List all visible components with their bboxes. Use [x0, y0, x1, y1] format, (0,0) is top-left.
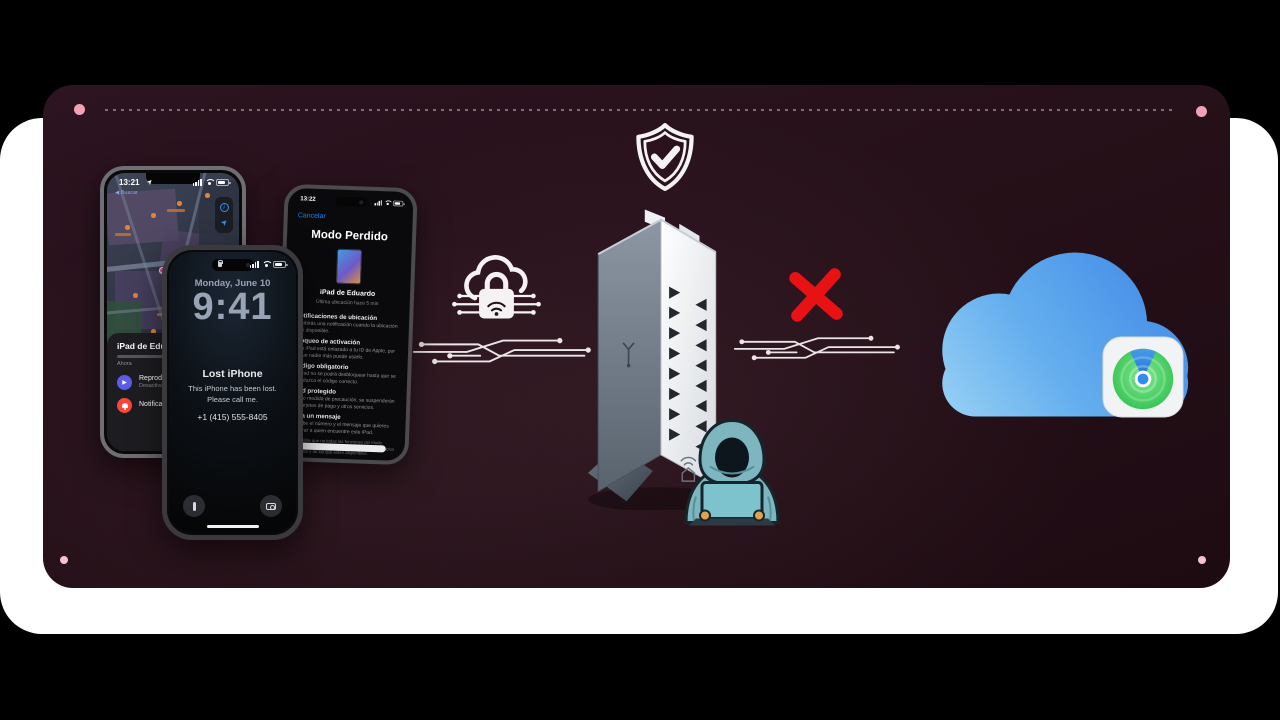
lost-mode-feature-list: Notificaciones de ubicación Recibirás un…	[290, 312, 400, 457]
item-body: Recibirás una notificación cuando la ubi…	[294, 320, 398, 334]
lost-title: Lost iPhone	[202, 368, 263, 380]
flashlight-icon	[192, 501, 196, 511]
hacker-illustration	[684, 418, 780, 526]
device-address	[117, 354, 189, 358]
item-body: Este iPad está enlazado a tu ID de Apple…	[293, 345, 396, 361]
map-poi	[125, 225, 130, 230]
battery-icon	[216, 179, 231, 186]
list-item: iPad protegido Como medida de precaución…	[292, 387, 398, 412]
camera-button[interactable]	[260, 495, 282, 517]
device-subtitle: Última ubicación hace 5 min	[315, 298, 379, 308]
cloud-lock-icon	[452, 255, 541, 319]
status-icons	[249, 261, 288, 268]
battery-icon	[392, 200, 404, 207]
flashlight-button[interactable]	[183, 495, 205, 517]
lock-clock: 9:41	[192, 286, 273, 328]
list-item: Notificaciones de ubicación Recibirás un…	[295, 312, 401, 337]
lost-mode-title: Modo Perdido	[311, 228, 389, 244]
camera-lens	[245, 263, 250, 267]
map-poi-label	[115, 233, 131, 236]
dashed-divider	[105, 109, 1177, 111]
device-name: iPad de Eduardo	[319, 289, 376, 298]
map-poi	[133, 293, 138, 298]
bell-icon	[117, 397, 132, 413]
lost-body: This iPhone has been lost. Please call m…	[188, 384, 277, 404]
signal-icon	[374, 200, 382, 206]
status-time: 13:21	[119, 178, 140, 187]
dynamic-island	[211, 259, 254, 271]
list-item: Deja un mensaje Escribe el número y el m…	[291, 412, 397, 437]
device-timestamp: Ahora	[117, 360, 132, 367]
notifications-row[interactable]: Notificaciones	[117, 397, 229, 413]
device-name: iPad de Eduardo	[117, 341, 185, 351]
back-label: Buscar	[120, 190, 138, 196]
corner-dot-bottom-right	[1198, 556, 1206, 564]
map-poi	[205, 193, 210, 198]
item-body: Escribe el número y el mensaje que quier…	[291, 420, 389, 436]
lock-screen: Monday, June 10 9:41 Lost iPhone This iP…	[169, 252, 296, 533]
lost-message: Lost iPhone This iPhone has been lost. P…	[177, 368, 288, 422]
home-indicator[interactable]	[206, 524, 259, 528]
shield-check-icon	[636, 123, 694, 191]
list-item: Código obligatorio El iPad no se podrá d…	[293, 362, 399, 387]
map-poi-label	[167, 209, 185, 212]
lock-icon	[217, 259, 223, 267]
signal-icon	[192, 179, 202, 186]
signal-icon	[249, 261, 259, 268]
map-poi	[151, 329, 156, 334]
router-logo	[622, 342, 635, 365]
router-illustration	[588, 209, 730, 510]
play-sound-icon: ▶	[117, 374, 132, 390]
camera-icon	[266, 502, 276, 510]
back-link[interactable]: ◀ Buscar	[115, 190, 138, 196]
status-time: 13:22	[300, 196, 316, 203]
play-sound-status: Desactivado	[139, 383, 170, 390]
map-controls[interactable]: i ➤	[215, 197, 233, 233]
cancel-link[interactable]: Cancelar	[297, 212, 326, 221]
ipad-thumbnail	[335, 248, 362, 285]
corner-dot-top-right	[1196, 106, 1207, 117]
map-poi	[151, 213, 156, 218]
item-body: Como medida de precaución, se suspenderá…	[292, 395, 395, 411]
camera-lens	[358, 199, 363, 204]
circuit-trace-right	[733, 335, 900, 361]
wifi-icon	[261, 261, 271, 268]
lost-phone-number: +1 (415) 555-8405	[197, 412, 268, 422]
wifi-icon	[204, 179, 214, 186]
item-body: El iPad no se podrá desbloquear hasta qu…	[292, 370, 396, 385]
corner-dot-top-left	[74, 104, 85, 115]
lock-date: Monday, June 10	[194, 278, 271, 289]
corner-dot-bottom-left	[60, 556, 68, 564]
navigation-icon[interactable]: ➤	[218, 216, 230, 229]
battery-icon	[273, 261, 288, 268]
status-icons	[374, 200, 404, 207]
notch	[146, 173, 200, 184]
list-item: Bloqueo de activación Este iPad está enl…	[294, 337, 400, 362]
notifications-label: Notificaciones	[139, 400, 183, 408]
blocked-x-icon	[789, 268, 843, 322]
dynamic-island	[334, 196, 367, 207]
map-poi	[177, 201, 182, 206]
info-icon[interactable]: i	[219, 203, 229, 212]
status-icons	[192, 179, 231, 186]
circuit-trace-left	[412, 337, 591, 365]
wifi-icon	[384, 200, 391, 206]
phone-lock-screen: Monday, June 10 9:41 Lost iPhone This iP…	[162, 245, 303, 540]
find-my-app-icon	[1102, 336, 1184, 418]
